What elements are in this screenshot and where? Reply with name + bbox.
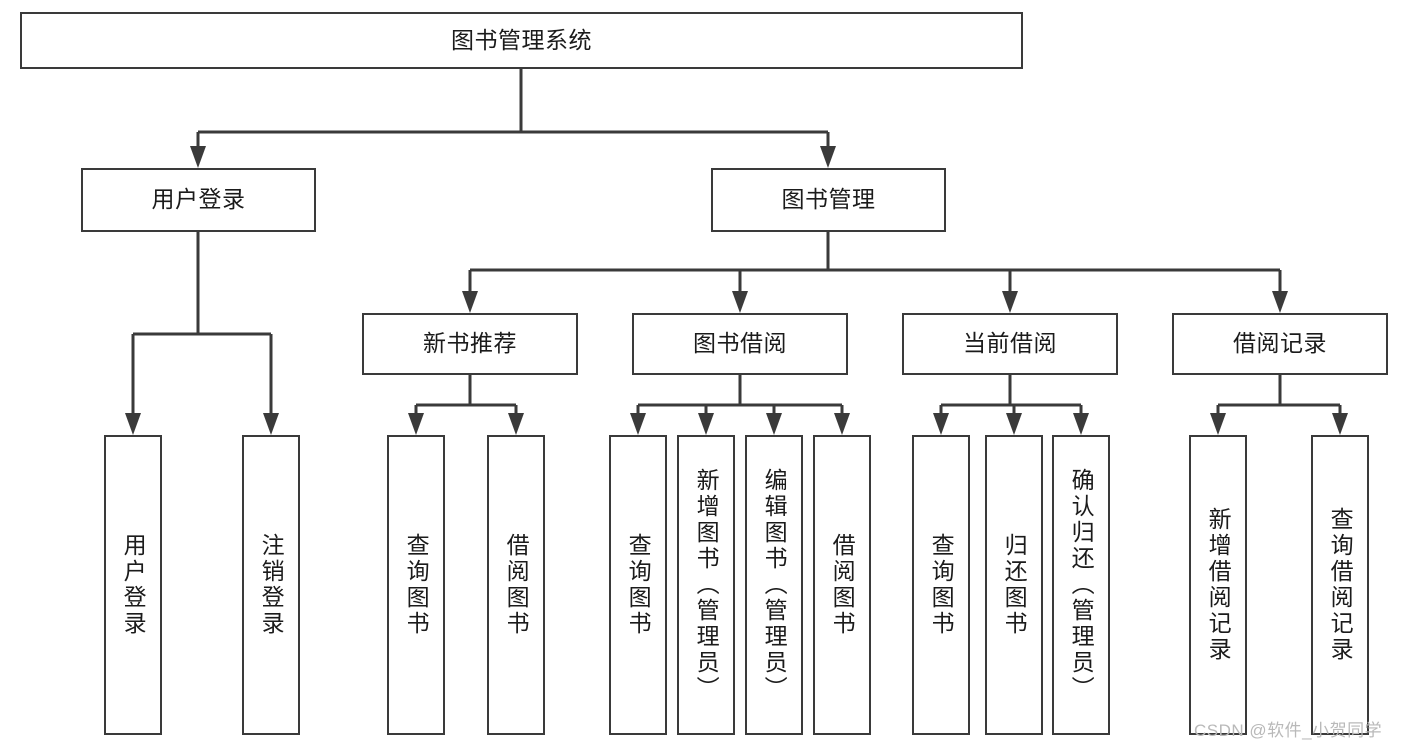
node-label: 图书管理系统: [451, 26, 592, 53]
arrow-head-icon: [933, 413, 949, 435]
node-label: 当前借阅: [963, 330, 1057, 357]
arrow-head-icon: [462, 291, 478, 313]
node-label: 借阅图书: [829, 533, 856, 637]
arrow-head-icon: [820, 146, 836, 168]
node-label: 新增图书（管理员）: [693, 468, 720, 702]
node-book-management[interactable]: 图书管理: [711, 168, 946, 232]
arrow-head-icon: [1073, 413, 1089, 435]
arrow-head-icon: [408, 413, 424, 435]
leaf-leaf-edit-book-admin[interactable]: 编辑图书（管理员）: [745, 435, 803, 735]
node-label: 图书借阅: [693, 330, 787, 357]
node-label: 查询借阅记录: [1327, 507, 1354, 663]
arrow-head-icon: [508, 413, 524, 435]
arrow-head-icon: [834, 413, 850, 435]
node-label: 查询图书: [928, 533, 955, 637]
leaf-leaf-query-book-rec[interactable]: 查询图书: [387, 435, 445, 735]
node-root[interactable]: 图书管理系统: [20, 12, 1023, 69]
csdn-watermark: CSDN @软件_小贺同学: [1194, 721, 1383, 740]
node-user-login[interactable]: 用户登录: [81, 168, 316, 232]
node-borrow-record[interactable]: 借阅记录: [1172, 313, 1388, 375]
arrow-head-icon: [1272, 291, 1288, 313]
leaf-leaf-confirm-return-admin[interactable]: 确认归还（管理员）: [1052, 435, 1110, 735]
leaf-leaf-return-book[interactable]: 归还图书: [985, 435, 1043, 735]
leaf-leaf-query-book-borrow[interactable]: 查询图书: [609, 435, 667, 735]
node-label: 图书管理: [781, 186, 876, 213]
arrow-head-icon: [766, 413, 782, 435]
leaf-leaf-query-book-current[interactable]: 查询图书: [912, 435, 970, 735]
node-label: 用户登录: [120, 533, 147, 637]
arrow-head-icon: [125, 413, 141, 435]
node-label: 注销登录: [258, 533, 285, 637]
arrow-head-icon: [1210, 413, 1226, 435]
arrow-head-icon: [1002, 291, 1018, 313]
node-label: 新书推荐: [423, 330, 517, 357]
leaf-leaf-logout-login[interactable]: 注销登录: [242, 435, 300, 735]
leaf-leaf-borrow-book-rec[interactable]: 借阅图书: [487, 435, 545, 735]
leaf-leaf-user-login[interactable]: 用户登录: [104, 435, 162, 735]
node-label: 新增借阅记录: [1205, 507, 1232, 663]
node-current-borrow[interactable]: 当前借阅: [902, 313, 1118, 375]
node-label: 编辑图书（管理员）: [761, 468, 788, 702]
arrow-head-icon: [1006, 413, 1022, 435]
node-label: 查询图书: [625, 533, 652, 637]
node-new-book-recommend[interactable]: 新书推荐: [362, 313, 578, 375]
arrow-head-icon: [732, 291, 748, 313]
leaf-leaf-add-book-admin[interactable]: 新增图书（管理员）: [677, 435, 735, 735]
node-label: 借阅记录: [1233, 330, 1327, 357]
arrow-head-icon: [190, 146, 206, 168]
node-label: 用户登录: [151, 186, 246, 213]
leaf-leaf-query-borrow-record[interactable]: 查询借阅记录: [1311, 435, 1369, 735]
arrow-head-icon: [263, 413, 279, 435]
arrow-head-icon: [1332, 413, 1348, 435]
arrow-head-icon: [698, 413, 714, 435]
node-book-borrow[interactable]: 图书借阅: [632, 313, 848, 375]
arrow-head-icon: [630, 413, 646, 435]
node-label: 借阅图书: [503, 533, 530, 637]
leaf-leaf-add-borrow-record[interactable]: 新增借阅记录: [1189, 435, 1247, 735]
node-label: 查询图书: [403, 533, 430, 637]
leaf-leaf-borrow-book[interactable]: 借阅图书: [813, 435, 871, 735]
node-label: 确认归还（管理员）: [1068, 468, 1095, 702]
node-label: 归还图书: [1001, 533, 1028, 637]
